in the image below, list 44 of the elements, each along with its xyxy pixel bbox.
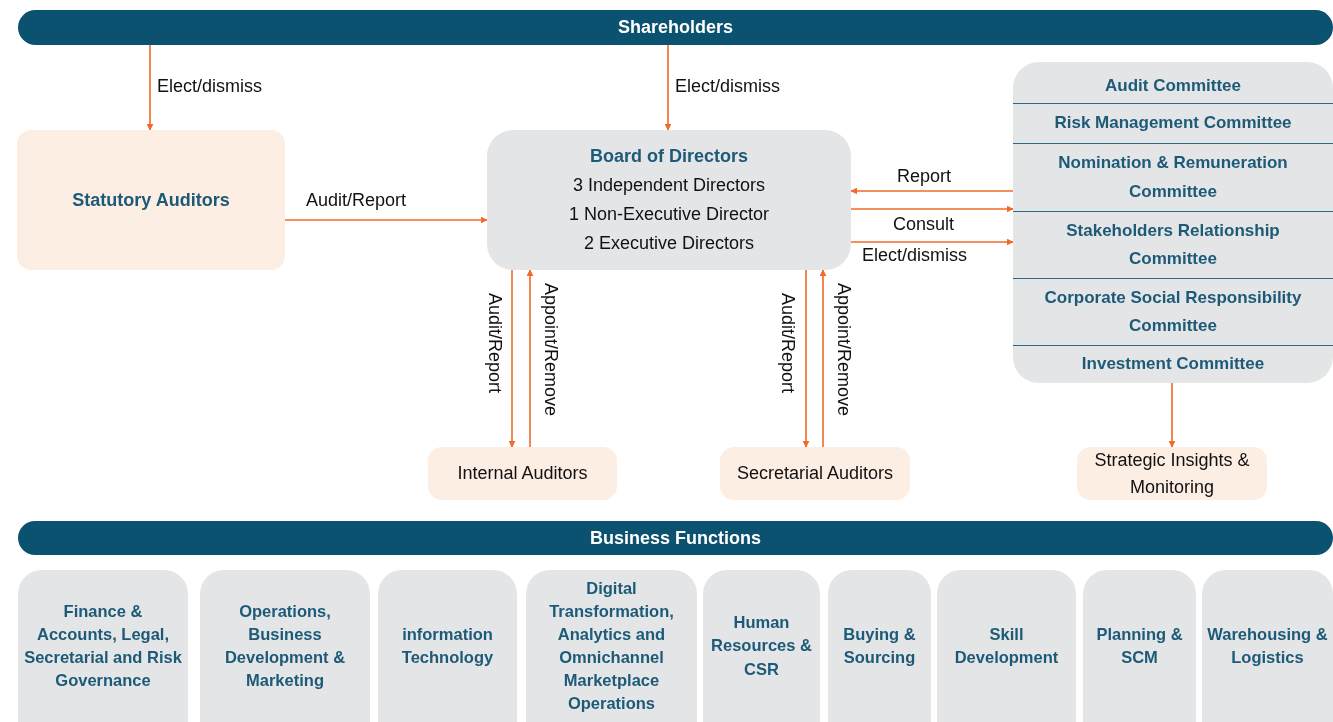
header-band: Business Functions	[18, 521, 1333, 555]
header-band: Shareholders	[18, 10, 1333, 45]
box-text: 2 Executive Directors	[583, 231, 755, 255]
committee-row: Risk Management Committee	[1013, 103, 1333, 143]
box-text: 3 Independent Directors	[572, 174, 766, 198]
arrow	[664, 44, 672, 131]
box-heading: Board of Directors	[590, 145, 748, 169]
arrow	[508, 269, 516, 448]
committee-row: Corporate Social Responsibility Committee	[1013, 278, 1333, 345]
outcome-box: Strategic Insights & Monitoring	[1077, 447, 1267, 500]
arrow	[850, 187, 1014, 195]
function-box: Planning & SCM	[1083, 570, 1196, 722]
arrow	[1168, 382, 1176, 448]
auditor-box: Internal Auditors	[428, 447, 617, 500]
arrow	[850, 205, 1014, 213]
auditor-box: Statutory Auditors	[17, 130, 285, 270]
edge-label: Audit/Report	[306, 190, 407, 212]
committee-panel	[1013, 62, 1333, 383]
arrow	[850, 238, 1014, 246]
function-box: Warehousing & Logistics	[1202, 570, 1333, 722]
function-box: Skill Development	[937, 570, 1076, 722]
arrow	[146, 44, 154, 131]
function-box: Buying & Sourcing	[828, 570, 931, 722]
board-box	[487, 130, 851, 270]
function-box: Digital Transformation, Analytics and Omnichannel Marketplace Operations	[526, 570, 697, 722]
edge-label: Report	[897, 166, 952, 188]
committee-row: Stakeholders Relationship Committee	[1013, 211, 1333, 278]
committee-row: Nomination & Remuneration Committee	[1013, 143, 1333, 211]
auditor-box: Secretarial Auditors	[720, 447, 910, 500]
edge-label: Appoint/Remove	[539, 283, 561, 417]
edge-label: Audit/Report	[483, 293, 505, 394]
edge-label: Audit/Report	[776, 293, 798, 394]
function-box: Operations, Business Development & Marketing	[200, 570, 370, 722]
arrow	[284, 216, 488, 224]
function-box: information Technology	[378, 570, 517, 722]
committee-row: Audit Committee	[1013, 70, 1333, 103]
edge-label: Appoint/Remove	[832, 283, 854, 417]
box-text: 1 Non-Executive Director	[568, 203, 770, 226]
function-box: Human Resources & CSR	[703, 570, 820, 722]
function-box: Finance & Accounts, Legal, Secretarial and Risk Governance	[18, 570, 188, 722]
arrow	[526, 269, 534, 448]
arrow	[819, 269, 827, 448]
committee-row: Investment Committee	[1013, 345, 1333, 383]
arrow	[802, 269, 810, 448]
